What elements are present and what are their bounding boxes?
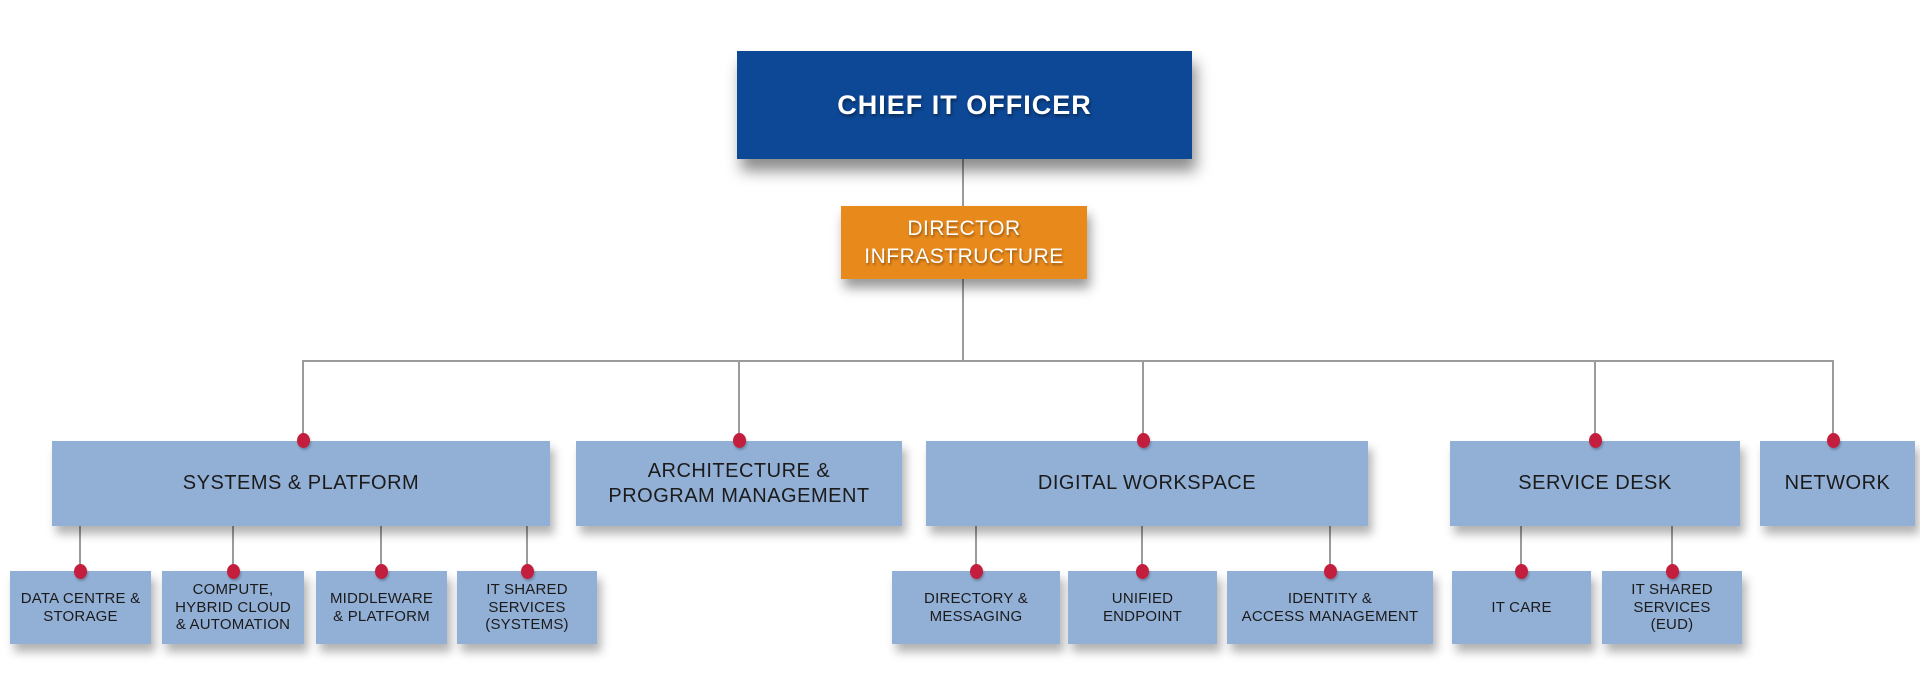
node-middleware-platform: MIDDLEWARE & PLATFORM	[316, 571, 447, 644]
connector-dot-it-shared-services-systems	[521, 564, 534, 579]
connector-drop-service-desk	[1594, 360, 1596, 441]
connector-dot-unified-endpoint	[1136, 564, 1149, 579]
connector-dot-service-desk	[1589, 433, 1602, 448]
connector-drop-middleware-platform	[380, 526, 382, 572]
connector-drop-compute-hybrid-cloud	[232, 526, 234, 572]
node-digital-workspace: DIGITAL WORKSPACE	[926, 441, 1368, 526]
connector-dot-directory-messaging	[970, 564, 983, 579]
connector-dot-digital-workspace	[1137, 433, 1150, 448]
node-data-centre-storage: DATA CENTRE & STORAGE	[10, 571, 151, 644]
node-compute-hybrid-cloud-automation: COMPUTE, HYBRID CLOUD & AUTOMATION	[162, 571, 304, 644]
connector-dot-network	[1827, 433, 1840, 448]
node-unified-endpoint: UNIFIED ENDPOINT	[1068, 571, 1217, 644]
node-chief-it-officer: CHIEF IT OFFICER	[737, 51, 1192, 159]
connector-drop-network	[1832, 360, 1834, 441]
node-it-shared-services-eud: IT SHARED SERVICES (EUD)	[1602, 571, 1742, 644]
connector-dot-compute-hybrid-cloud	[227, 564, 240, 579]
node-architecture-program-management: ARCHITECTURE & PROGRAM MANAGEMENT	[576, 441, 902, 526]
node-systems-platform: SYSTEMS & PLATFORM	[52, 441, 550, 526]
connector-bus	[302, 360, 1834, 362]
connector-dot-architecture	[733, 433, 746, 448]
connector-drop-directory-messaging	[975, 526, 977, 572]
connector-drop-digital-workspace	[1142, 360, 1144, 441]
connector-root-to-director	[962, 159, 964, 207]
node-it-shared-services-systems: IT SHARED SERVICES (SYSTEMS)	[457, 571, 597, 644]
connector-drop-it-shared-services-eud	[1671, 526, 1673, 572]
node-it-care: IT CARE	[1452, 571, 1591, 644]
node-directory-messaging: DIRECTORY & MESSAGING	[892, 571, 1060, 644]
connector-director-to-bus	[962, 279, 964, 361]
node-network: NETWORK	[1760, 441, 1915, 526]
node-identity-access-management: IDENTITY & ACCESS MANAGEMENT	[1227, 571, 1433, 644]
connector-drop-systems-platform	[302, 360, 304, 441]
connector-dot-it-shared-services-eud	[1666, 564, 1679, 579]
node-director-infrastructure: DIRECTOR INFRASTRUCTURE	[841, 206, 1087, 279]
connector-dot-identity-access	[1324, 564, 1337, 579]
connector-drop-identity-access	[1329, 526, 1331, 572]
node-service-desk: SERVICE DESK	[1450, 441, 1740, 526]
connector-dot-middleware-platform	[375, 564, 388, 579]
connector-dot-it-care	[1515, 564, 1528, 579]
connector-dot-systems-platform	[297, 433, 310, 448]
connector-drop-it-shared-services-systems	[526, 526, 528, 572]
connector-drop-it-care	[1520, 526, 1522, 572]
connector-drop-architecture	[738, 360, 740, 442]
connector-dot-data-centre-storage	[74, 564, 87, 579]
connector-drop-unified-endpoint	[1141, 526, 1143, 572]
connector-drop-data-centre-storage	[79, 526, 81, 572]
